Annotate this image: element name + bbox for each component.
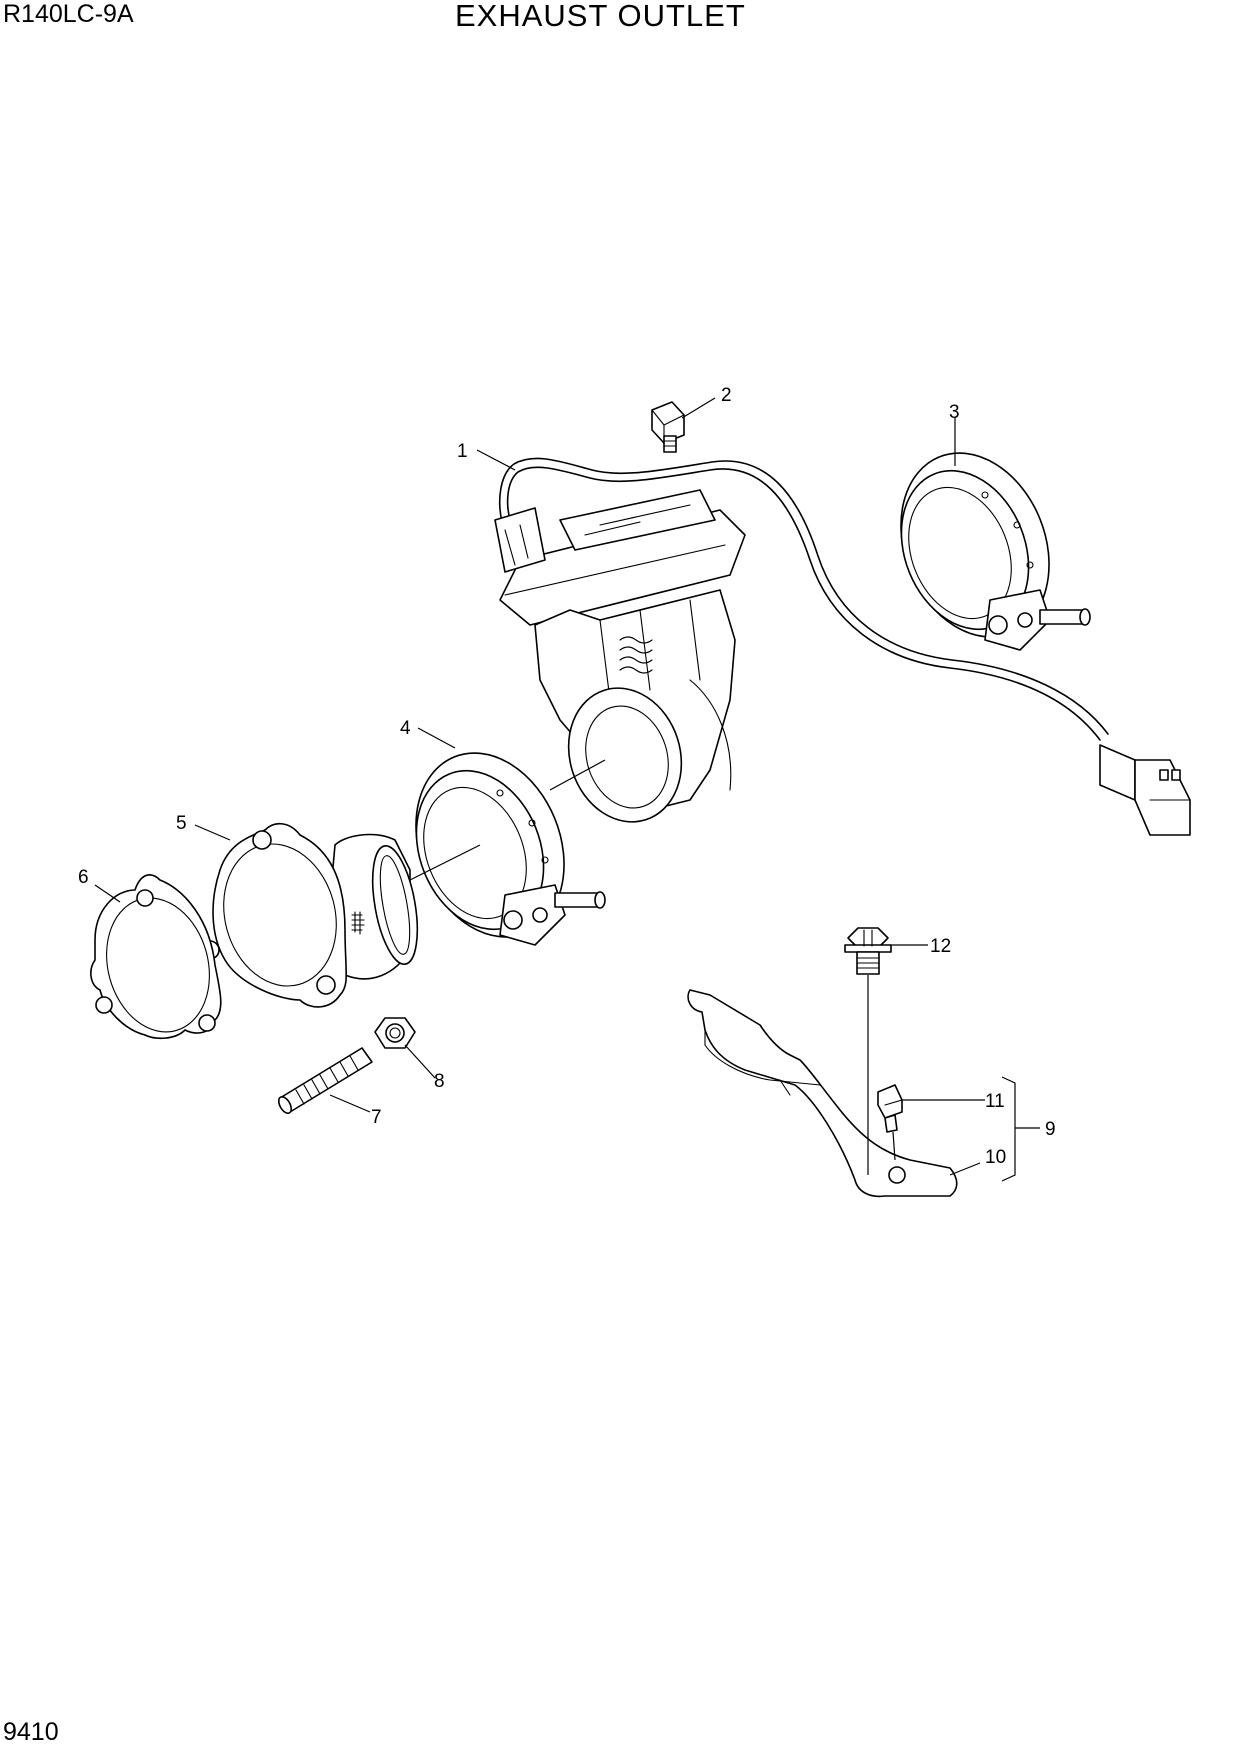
- bolt: [844, 927, 892, 975]
- callout-7: 7: [371, 1107, 382, 1128]
- callout-8: 8: [434, 1071, 445, 1092]
- gasket: [90, 874, 222, 1040]
- callout-12: 12: [930, 936, 951, 957]
- exhaust-adapter: [200, 822, 419, 1008]
- callout-11: 11: [985, 1091, 1005, 1112]
- callout-9: 9: [1045, 1119, 1056, 1140]
- callout-5: 5: [176, 813, 187, 834]
- nut: [374, 1017, 416, 1049]
- callout-10: 10: [985, 1147, 1006, 1168]
- exhaust-valve-assembly: [494, 457, 1191, 836]
- fitting: [877, 1084, 903, 1133]
- clamp-middle: [415, 752, 606, 946]
- callout-leaders: [94, 397, 1040, 1182]
- callout-4: 4: [400, 718, 411, 739]
- callout-3: 3: [949, 402, 960, 423]
- model-code: R140LC-9A: [3, 0, 134, 28]
- bracket: [687, 989, 958, 1198]
- callout-2: 2: [721, 385, 732, 406]
- callout-6: 6: [78, 867, 89, 888]
- clamp-upper: [900, 452, 1091, 651]
- callout-1: 1: [457, 441, 468, 462]
- page-number: 9410: [3, 1718, 59, 1746]
- stud: [277, 1047, 373, 1114]
- plug: [651, 401, 685, 453]
- page-title: EXHAUST OUTLET: [455, 0, 746, 33]
